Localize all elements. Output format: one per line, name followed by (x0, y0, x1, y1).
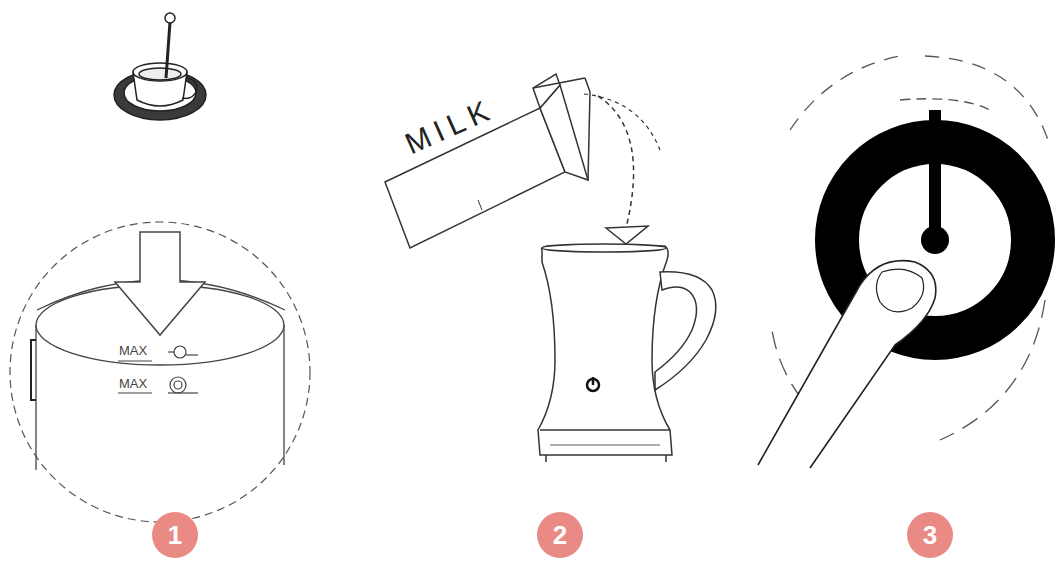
frother-jug (538, 244, 716, 462)
zoom-circle (10, 222, 310, 522)
finger (758, 261, 936, 468)
power-button (587, 377, 599, 391)
cup-icon (114, 13, 206, 120)
max-mark: MAX (119, 376, 147, 391)
step-number-circle: 3 (907, 512, 953, 558)
step-number-circle: 2 (537, 512, 583, 558)
step-number-circle: 1 (152, 512, 198, 558)
step-number: 3 (923, 522, 937, 548)
pour-arrow (598, 96, 634, 228)
step-number: 2 (553, 522, 567, 548)
fill-arrow (115, 232, 205, 335)
max-mark: MAX (119, 343, 147, 358)
milk-carton (385, 74, 590, 248)
step-number: 1 (168, 522, 182, 548)
